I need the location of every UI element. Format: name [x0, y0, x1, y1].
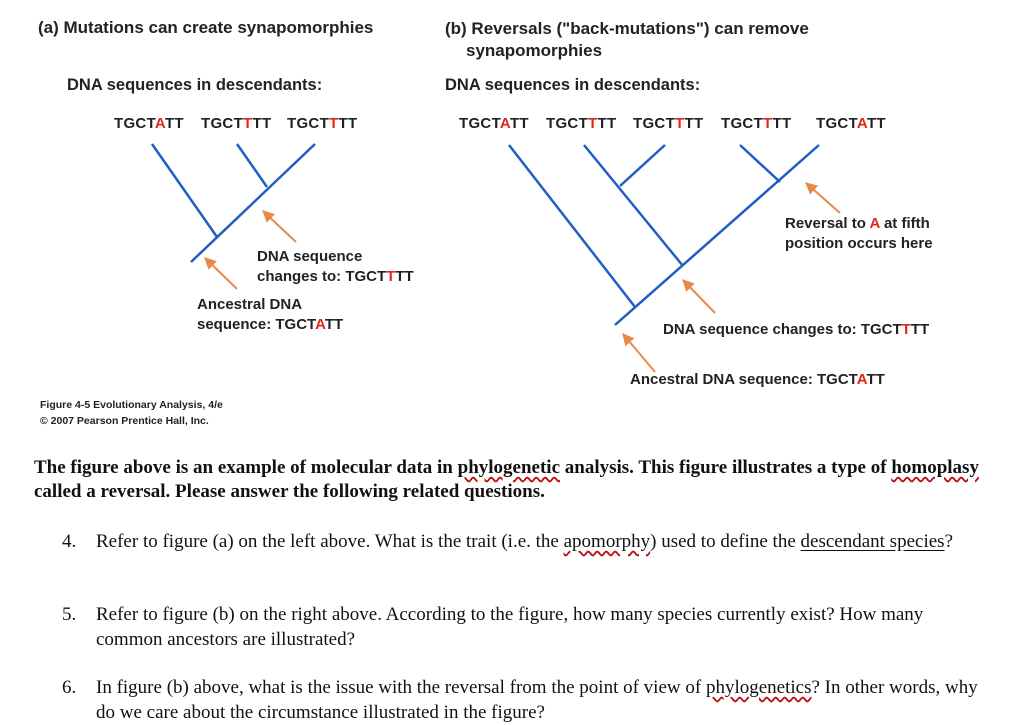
panel-b-sequence-4: TGCTTTT [721, 115, 792, 132]
tree-b-branches [508, 144, 820, 326]
panel-b-change-label: DNA sequence changes to: TGCTTTT [663, 321, 930, 338]
panel-a-sequence-1: TGCTATT [114, 115, 184, 132]
panel-a-title: (a) Mutations can create synapomorphies [38, 18, 374, 37]
tree-a-branches [150, 143, 316, 263]
panel-a-descendants-heading: DNA sequences in descendants: [67, 76, 323, 94]
panel-a-sequence-3: TGCTTTT [287, 115, 358, 132]
figure-4-5: (a) Mutations can create synapomorphies … [38, 18, 933, 427]
tree-a-arrows [204, 210, 297, 290]
panel-b-sequence-3: TGCTTTT [633, 115, 704, 132]
tree-b-arrows [622, 182, 841, 373]
panel-b-sequence-2: TGCTTTT [546, 115, 617, 132]
panel-b-ancestral-label: Ancestral DNA sequence: TGCTATT [630, 371, 885, 388]
panel-b-reversal-label: Reversal to A at fifth position occurs h… [785, 215, 933, 252]
panel-a-change-label: DNA sequence changes to: TGCTTTT [257, 248, 414, 285]
intro-paragraph: The figure above is an example of molecu… [34, 457, 979, 502]
figure-caption: Figure 4-5 Evolutionary Analysis, 4/e © … [40, 399, 223, 427]
panel-a-sequence-2: TGCTTTT [201, 115, 272, 132]
panel-b-sequence-5: TGCTATT [816, 115, 886, 132]
panel-b-sequence-1: TGCTATT [459, 115, 529, 132]
panel-b-title: (b) Reversals ("back-mutations") can rem… [445, 19, 809, 60]
panel-b-descendants-heading: DNA sequences in descendants: [445, 76, 701, 94]
panel-a-ancestral-label: Ancestral DNA sequence: TGCTATT [197, 296, 344, 333]
tree-diagrams [150, 143, 841, 373]
